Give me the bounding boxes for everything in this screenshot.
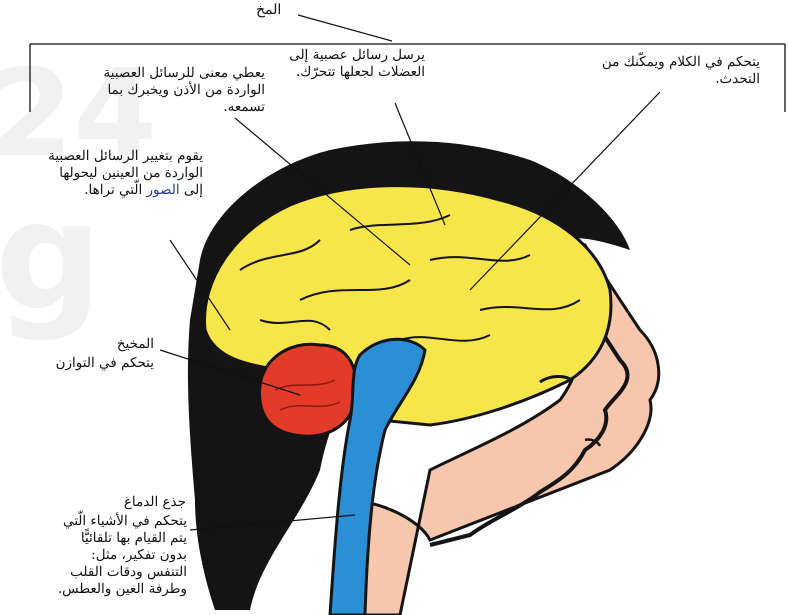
label-brainstem-title: جذع الدماغ <box>60 494 186 511</box>
label-vision-highlight: الصور <box>147 182 180 198</box>
cerebellum-shape <box>260 344 357 436</box>
leader-title <box>298 15 392 41</box>
label-vision-tail: الّتي تراها. <box>84 182 146 198</box>
label-cerebellum-title: المخيخ <box>50 336 154 353</box>
label-cerebellum-desc: يتحكم في التوازن <box>30 355 154 372</box>
label-speech: يتحكم في الكلام ويمكّنك من التحدث. <box>598 54 760 88</box>
diagram-title: المخ <box>256 2 281 18</box>
label-vision: يقوم بتغيير الرسائل العصبية الواردة من ا… <box>45 148 203 199</box>
label-motor: يرسل رسائل عصبية إلى العضلات لجعلها تتحر… <box>285 47 425 81</box>
label-hearing: يعطي معنى للرسائل العصبية الواردة من الأ… <box>95 65 265 116</box>
label-brainstem-desc: يتحكم في الأشياء الّتي يتم القيام بها تل… <box>55 513 187 598</box>
